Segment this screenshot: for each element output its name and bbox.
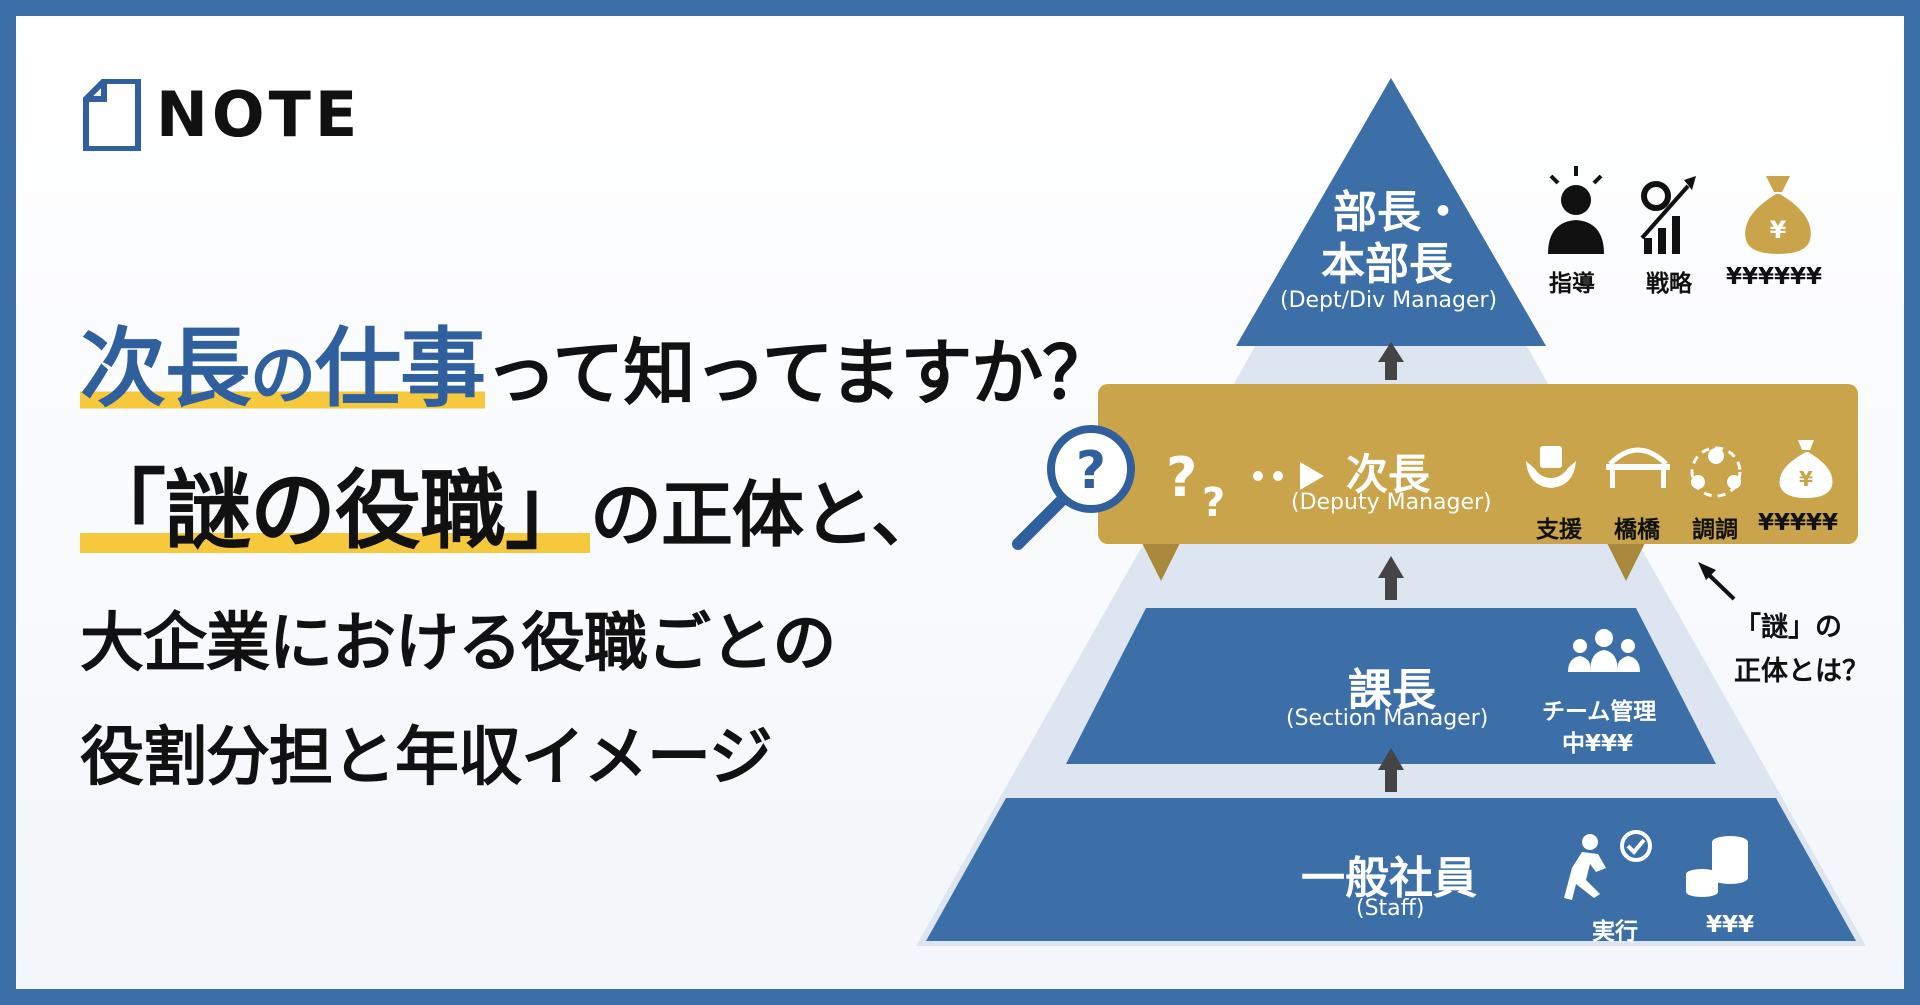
callout-line-2: 正体とは？ [1734, 656, 1869, 687]
headline-line-4: 役割分担と年収イメージ [80, 721, 773, 795]
top-icon-label-2: 戦略 [1646, 271, 1692, 297]
headline-keyword-shigoto: 仕事 [315, 319, 486, 419]
staff-icon-label-1: 実行 [1592, 919, 1638, 945]
headline-line-2: 「謎の役職」の正体と、 [80, 440, 943, 565]
money-bag-icon-2 [1779, 440, 1833, 498]
role-pyramid: ? ? ? ¥ [916, 78, 1866, 946]
deputy-icon-label-4: ¥¥¥¥¥ [1758, 510, 1839, 536]
svg-text:?: ? [1076, 441, 1106, 501]
headline-keyword-jicho: 次長 [80, 319, 251, 419]
banner-card: NOTE 次長の仕事って知ってますか？ 「謎の役職」の正体と、 大企業における役… [16, 16, 1904, 989]
coins-icon [1686, 836, 1748, 897]
running-icon [1564, 830, 1652, 900]
document-icon [83, 78, 141, 151]
svg-text:¥: ¥ [1799, 467, 1813, 491]
magnifier-icon: ? [1012, 425, 1135, 550]
support-icon [1526, 446, 1576, 488]
svg-text:?: ? [1202, 480, 1225, 526]
tier-section-title: 課長 [1348, 665, 1436, 716]
leader-icon [1548, 166, 1604, 254]
tier-deputy-title: 次長 [1346, 450, 1431, 499]
gear-chart-icon [1640, 176, 1696, 254]
mystery-callout: 「謎」の 正体とは？ [1734, 606, 1869, 694]
bridge-icon [1606, 447, 1670, 488]
logo-text: NOTE [156, 78, 362, 151]
svg-text:¥: ¥ [1770, 216, 1787, 244]
staff-icon-label-2: ¥¥¥ [1706, 912, 1755, 938]
deputy-icon-label-3: 調調 [1692, 517, 1738, 543]
svg-text:?: ? [1166, 446, 1197, 509]
tier-staff-subtitle: (Staff) [1356, 896, 1425, 921]
tier-deputy [1098, 384, 1858, 544]
headline-line-1: 次長の仕事って知ってますか？ [80, 298, 1114, 423]
headline-question: って知ってますか？ [485, 331, 1114, 415]
top-icon-label-3: ¥¥¥¥¥¥ [1726, 264, 1823, 290]
tier-section-subtitle: (Section Manager) [1286, 706, 1489, 731]
tier-staff [926, 798, 1856, 941]
deputy-icon-label-2: 橋橋 [1614, 517, 1660, 543]
tier-top-subtitle: (Dept/Div Manager) [1280, 288, 1498, 313]
deputy-icon-label-1: 支援 [1536, 517, 1582, 543]
headline-true-identity: の正体と、 [590, 473, 943, 557]
tier-section [1066, 608, 1716, 764]
headline-no: の [250, 337, 316, 414]
tier-top-title-2: 本部長 [1321, 239, 1453, 290]
tier-deputy-subtitle: (Deputy Manager) [1291, 490, 1492, 515]
tier-top [1236, 78, 1546, 346]
tier-staff-title: 一般社員 [1301, 853, 1477, 904]
coordinate-icon [1690, 446, 1742, 498]
section-icon-label-1: チーム管理 [1542, 699, 1657, 725]
money-bag-icon: ¥ [1745, 176, 1811, 254]
top-icon-label-1: 指導 [1549, 271, 1595, 297]
headline-mystery-role: 「謎の役職」 [80, 461, 591, 561]
callout-line-1: 「謎」の [1734, 612, 1842, 643]
team-icon [1568, 629, 1640, 672]
section-icon-label-2: 中¥¥¥ [1562, 731, 1634, 757]
headline-line-3: 大企業における役職ごとの [80, 607, 836, 681]
logo: NOTE [82, 78, 361, 151]
tier-top-title-1: 部長・ [1333, 187, 1465, 238]
